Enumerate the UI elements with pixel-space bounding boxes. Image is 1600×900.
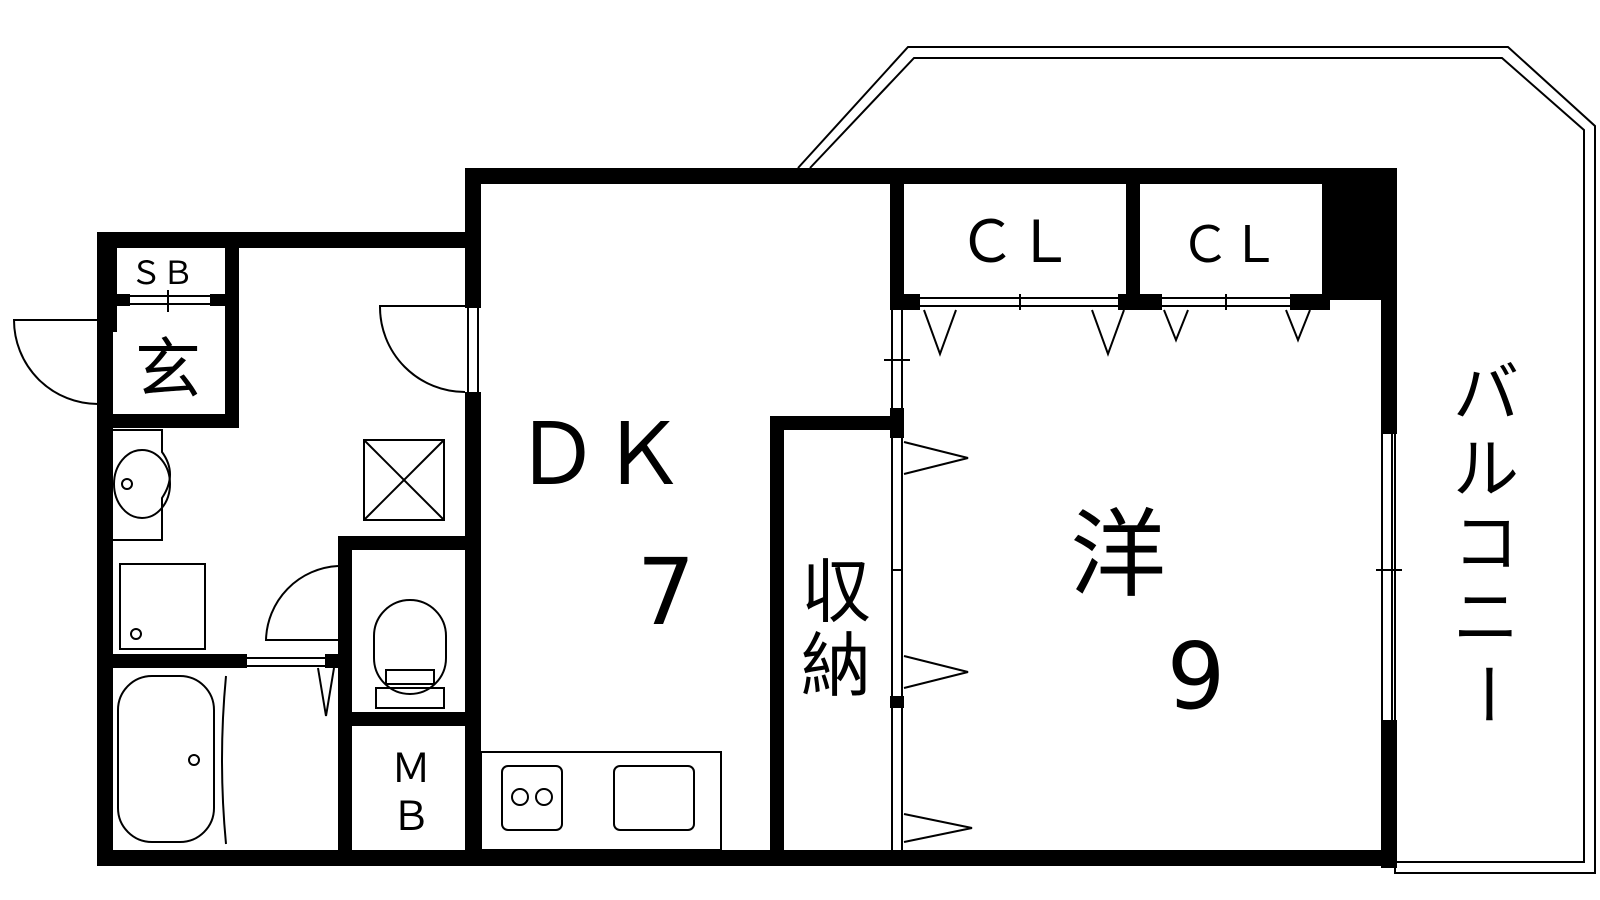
storage-label-line1: 収 <box>801 551 871 633</box>
western-room-size: 9 <box>1167 623 1226 730</box>
balcony-label-1: バ <box>1453 355 1519 432</box>
washing-machine-icon <box>119 563 206 650</box>
balcony-label-5: ー <box>1448 661 1525 727</box>
meter-box-label-line2: Ｂ <box>391 794 431 840</box>
balcony-label-3: コ <box>1453 505 1519 582</box>
storage-label-line2: 納 <box>801 625 871 707</box>
toilet-icon <box>373 599 447 695</box>
stove-icon <box>501 765 563 831</box>
dk-room-size: 7 <box>637 539 696 646</box>
balcony-label-2: ル <box>1453 431 1519 508</box>
door-swings <box>12 305 466 641</box>
ventilation-shaft-icon <box>363 439 445 521</box>
closet-right-label: ＣＬ <box>1180 216 1280 274</box>
fixtures <box>113 429 722 851</box>
western-room-label: 洋 <box>1070 499 1166 611</box>
openings <box>99 290 1402 850</box>
kitchen-sink-icon <box>613 765 695 831</box>
bathtub-icon <box>117 675 215 843</box>
closet-left-label: ＣＬ <box>958 208 1074 276</box>
shoe-box-label: ＳＢ <box>130 254 194 292</box>
entrance-label: 玄 <box>135 331 201 408</box>
labels: ＤＫ 7 洋 9 収 納 ＣＬ ＣＬ 玄 ＳＢ Ｍ Ｂ バ ル コ ニ ー <box>130 208 1525 840</box>
kitchen-counter <box>480 751 722 851</box>
dk-room-label: ＤＫ <box>514 405 686 505</box>
balcony-label-4: ニ <box>1453 579 1519 656</box>
meter-box-label-line1: Ｍ <box>391 746 431 792</box>
washbasin-icon <box>113 429 171 541</box>
balcony-outline <box>797 46 1596 874</box>
